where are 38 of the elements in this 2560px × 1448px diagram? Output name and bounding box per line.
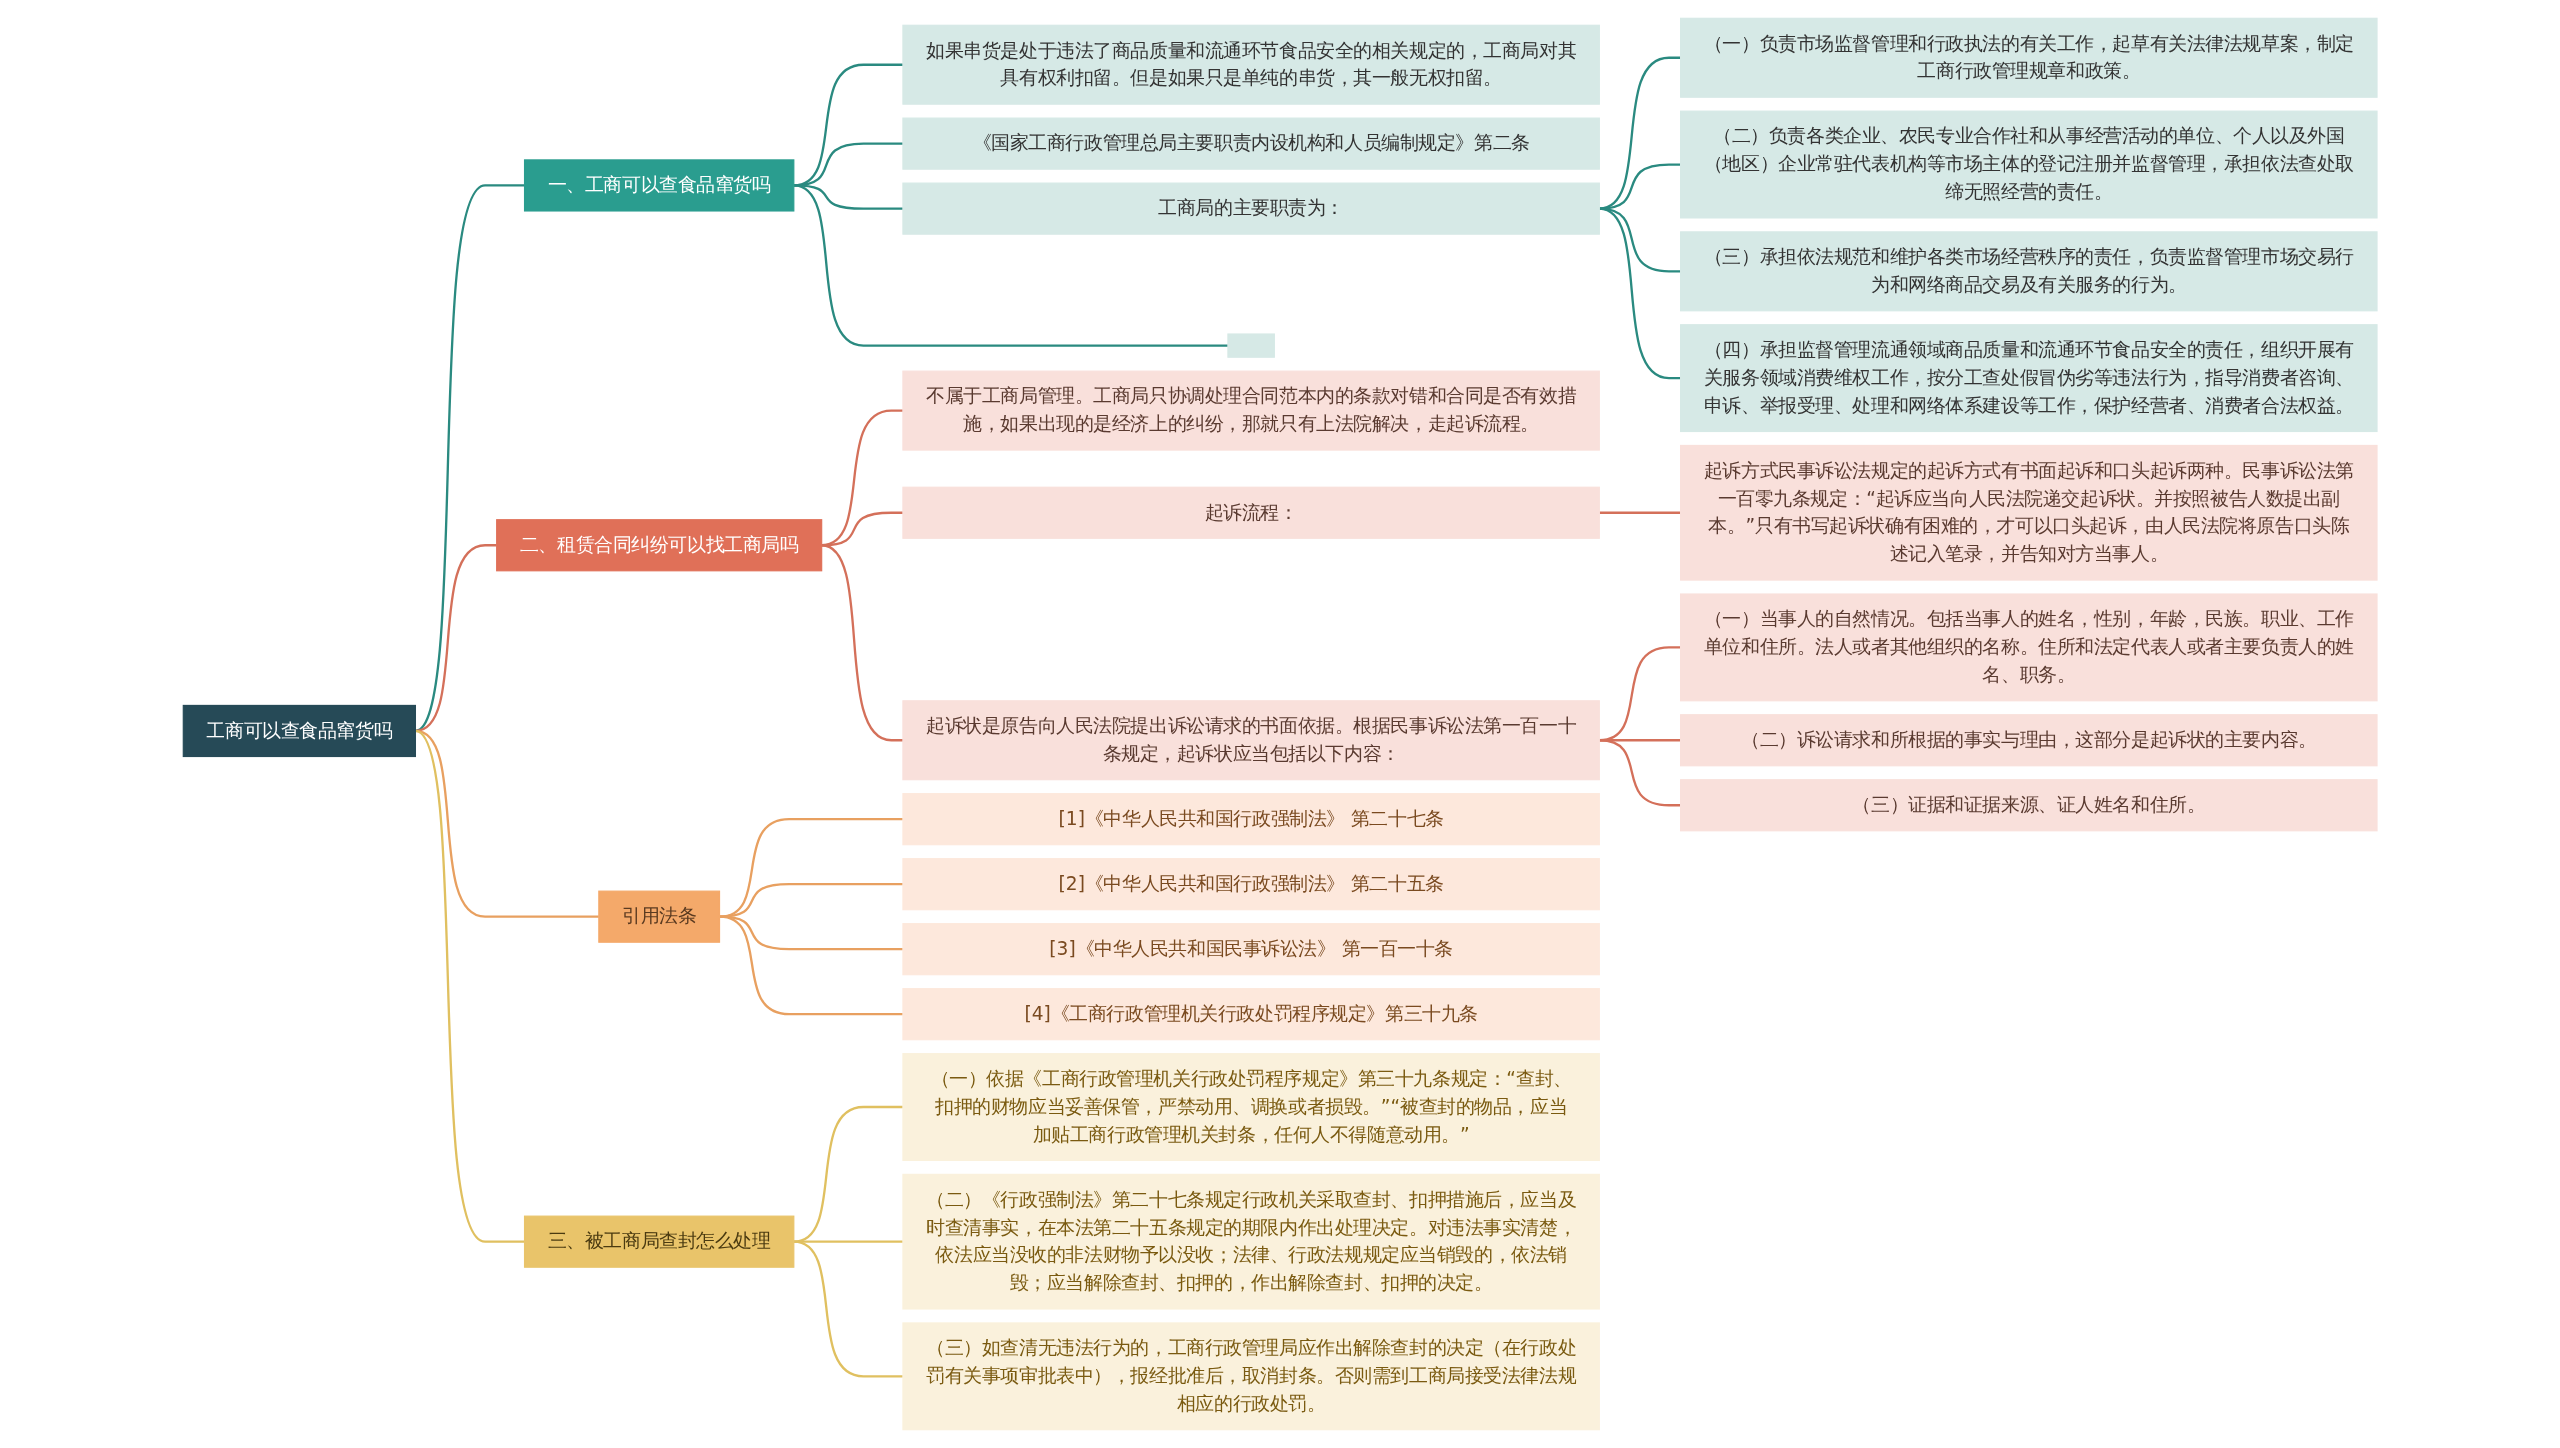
- node-box: 一、工商可以查食品窜货吗: [523, 159, 795, 212]
- connector: [821, 544, 903, 742]
- node-box: （一）负责市场监督管理和行政执法的有关工作，起草有关法律法规草案，制定工商行政管理规章和政策。: [1679, 17, 2378, 98]
- node-box: （四）承担监督管理流通领域商品质量和流通环节食品安全的责任，组织开展有关服务领域消费维权工作，按分工查处假冒伪劣等违法行为，指导消费者咨询、申诉、举报受理、处理和网络体系建设等工作，保护经营者、消费者合法权益。: [1679, 324, 2378, 433]
- connector: [793, 1105, 903, 1243]
- node-box: 工商局的主要职责为：: [902, 182, 1600, 235]
- connector: [1599, 163, 1681, 210]
- node-box: （二）负责各类企业、农民专业合作社和从事经营活动的单位、个人以及外国（地区）企业常驻代表机构等市场主体的登记注册并监督管理，承担依法查处取缔无照经营的责任。: [1679, 110, 2378, 219]
- connector: [719, 915, 903, 1016]
- node-box: 三、被工商局查封怎么处理: [523, 1215, 795, 1268]
- node-box: 起诉流程：: [902, 486, 1600, 539]
- node-box: 《国家工商行政管理总局主要职责内设机构和人员编制规定》第二条: [902, 117, 1600, 170]
- node-box: [1]《中华人民共和国行政强制法》 第二十七条: [902, 793, 1600, 846]
- node-box: 工商可以查食品窜货吗: [182, 704, 416, 758]
- node-box: [4]《工商行政管理机关行政处罚程序规定》第三十九条: [902, 988, 1600, 1041]
- node-box: 起诉方式民事诉讼法规定的起诉方式有书面起诉和口头起诉两种。民事诉讼法第一百零九条规定：“起诉应当向人民法院递交起诉状。并按照被告人数提出副本。”只有书写起诉状确有困难的，才可以口头起诉，由人民法院将原告口头陈述记入笔录，并告知对方当事人。: [1679, 444, 2378, 581]
- node-box: （三）证据和证据来源、证人姓名和住所。: [1679, 779, 2378, 832]
- connector: [1599, 511, 1681, 514]
- connector: [719, 883, 903, 918]
- node-box: 如果串货是处于违法了商品质量和流通环节食品安全的相关规定的，工商局对其具有权利扣留。但是如果只是单纯的串货，其一般无权扣留。: [902, 24, 1600, 105]
- node-box: [2]《中华人民共和国行政强制法》 第二十五条: [902, 858, 1600, 911]
- node-box: （三）如查清无违法行为的，工商行政管理局应作出解除查封的决定（在行政处罚有关事项审批表中），报经批准后，取消封条。否则需到工商局接受法律法规相应的行政处罚。: [902, 1322, 1600, 1431]
- connector: [793, 184, 1228, 347]
- node-box: 不属于工商局管理。工商局只协调处理合同范本内的条款对错和合同是否有效措施，如果出现的是经济上的纠纷，那就只有上法院解决，走起诉流程。: [902, 370, 1600, 451]
- node-box: 二、租赁合同纠纷可以找工商局吗: [495, 519, 823, 572]
- connector: [793, 1240, 903, 1378]
- connector: [793, 184, 903, 210]
- node-box: （三）承担依法规范和维护各类市场经营秩序的责任，负责监督管理市场交易行为和网络商品交易及有关服务的行为。: [1679, 231, 2378, 312]
- node-box: （二）诉讼请求和所根据的事实与理由，这部分是起诉状的主要内容。: [1679, 714, 2378, 767]
- connector: [1599, 739, 1681, 807]
- node-box: （一）依据《工商行政管理机关行政处罚程序规定》第三十九条规定：“查封、扣押的财物应当妥善保管，严禁动用、调换或者损毁。”“被查封的物品，应当加贴工商行政管理机关封条，任何人不得随意动用。”: [902, 1053, 1600, 1161]
- connector: [719, 818, 903, 918]
- node-box: （一）当事人的自然情况。包括当事人的姓名，性别，年龄，民族。职业、工作单位和住所。法人或者其他组织的名称。住所和法定代表人或者主要负责人的姓名、职务。: [1679, 593, 2378, 702]
- node-box: 引用法条: [598, 890, 720, 943]
- node-box: 起诉状是原告向人民法院提出诉讼请求的书面依据。根据民事诉讼法第一百一十条规定，起诉状应当包括以下内容：: [902, 700, 1600, 781]
- node-box: [1227, 333, 1275, 358]
- node-box: （二）《行政强制法》第二十七条规定行政机关采取查封、扣押措施后，应当及时查清事实，在本法第二十五条规定的期限内作出处理决定。对违法事实清楚，依法应当没收的非法财物予以没收；法律、行政法规规定应当销毁的，依法销毁；应当解除查封、扣押的，作出解除查封、扣押的决定。: [902, 1173, 1600, 1310]
- node-box: [3]《中华人民共和国民事诉讼法》 第一百一十条: [902, 923, 1600, 976]
